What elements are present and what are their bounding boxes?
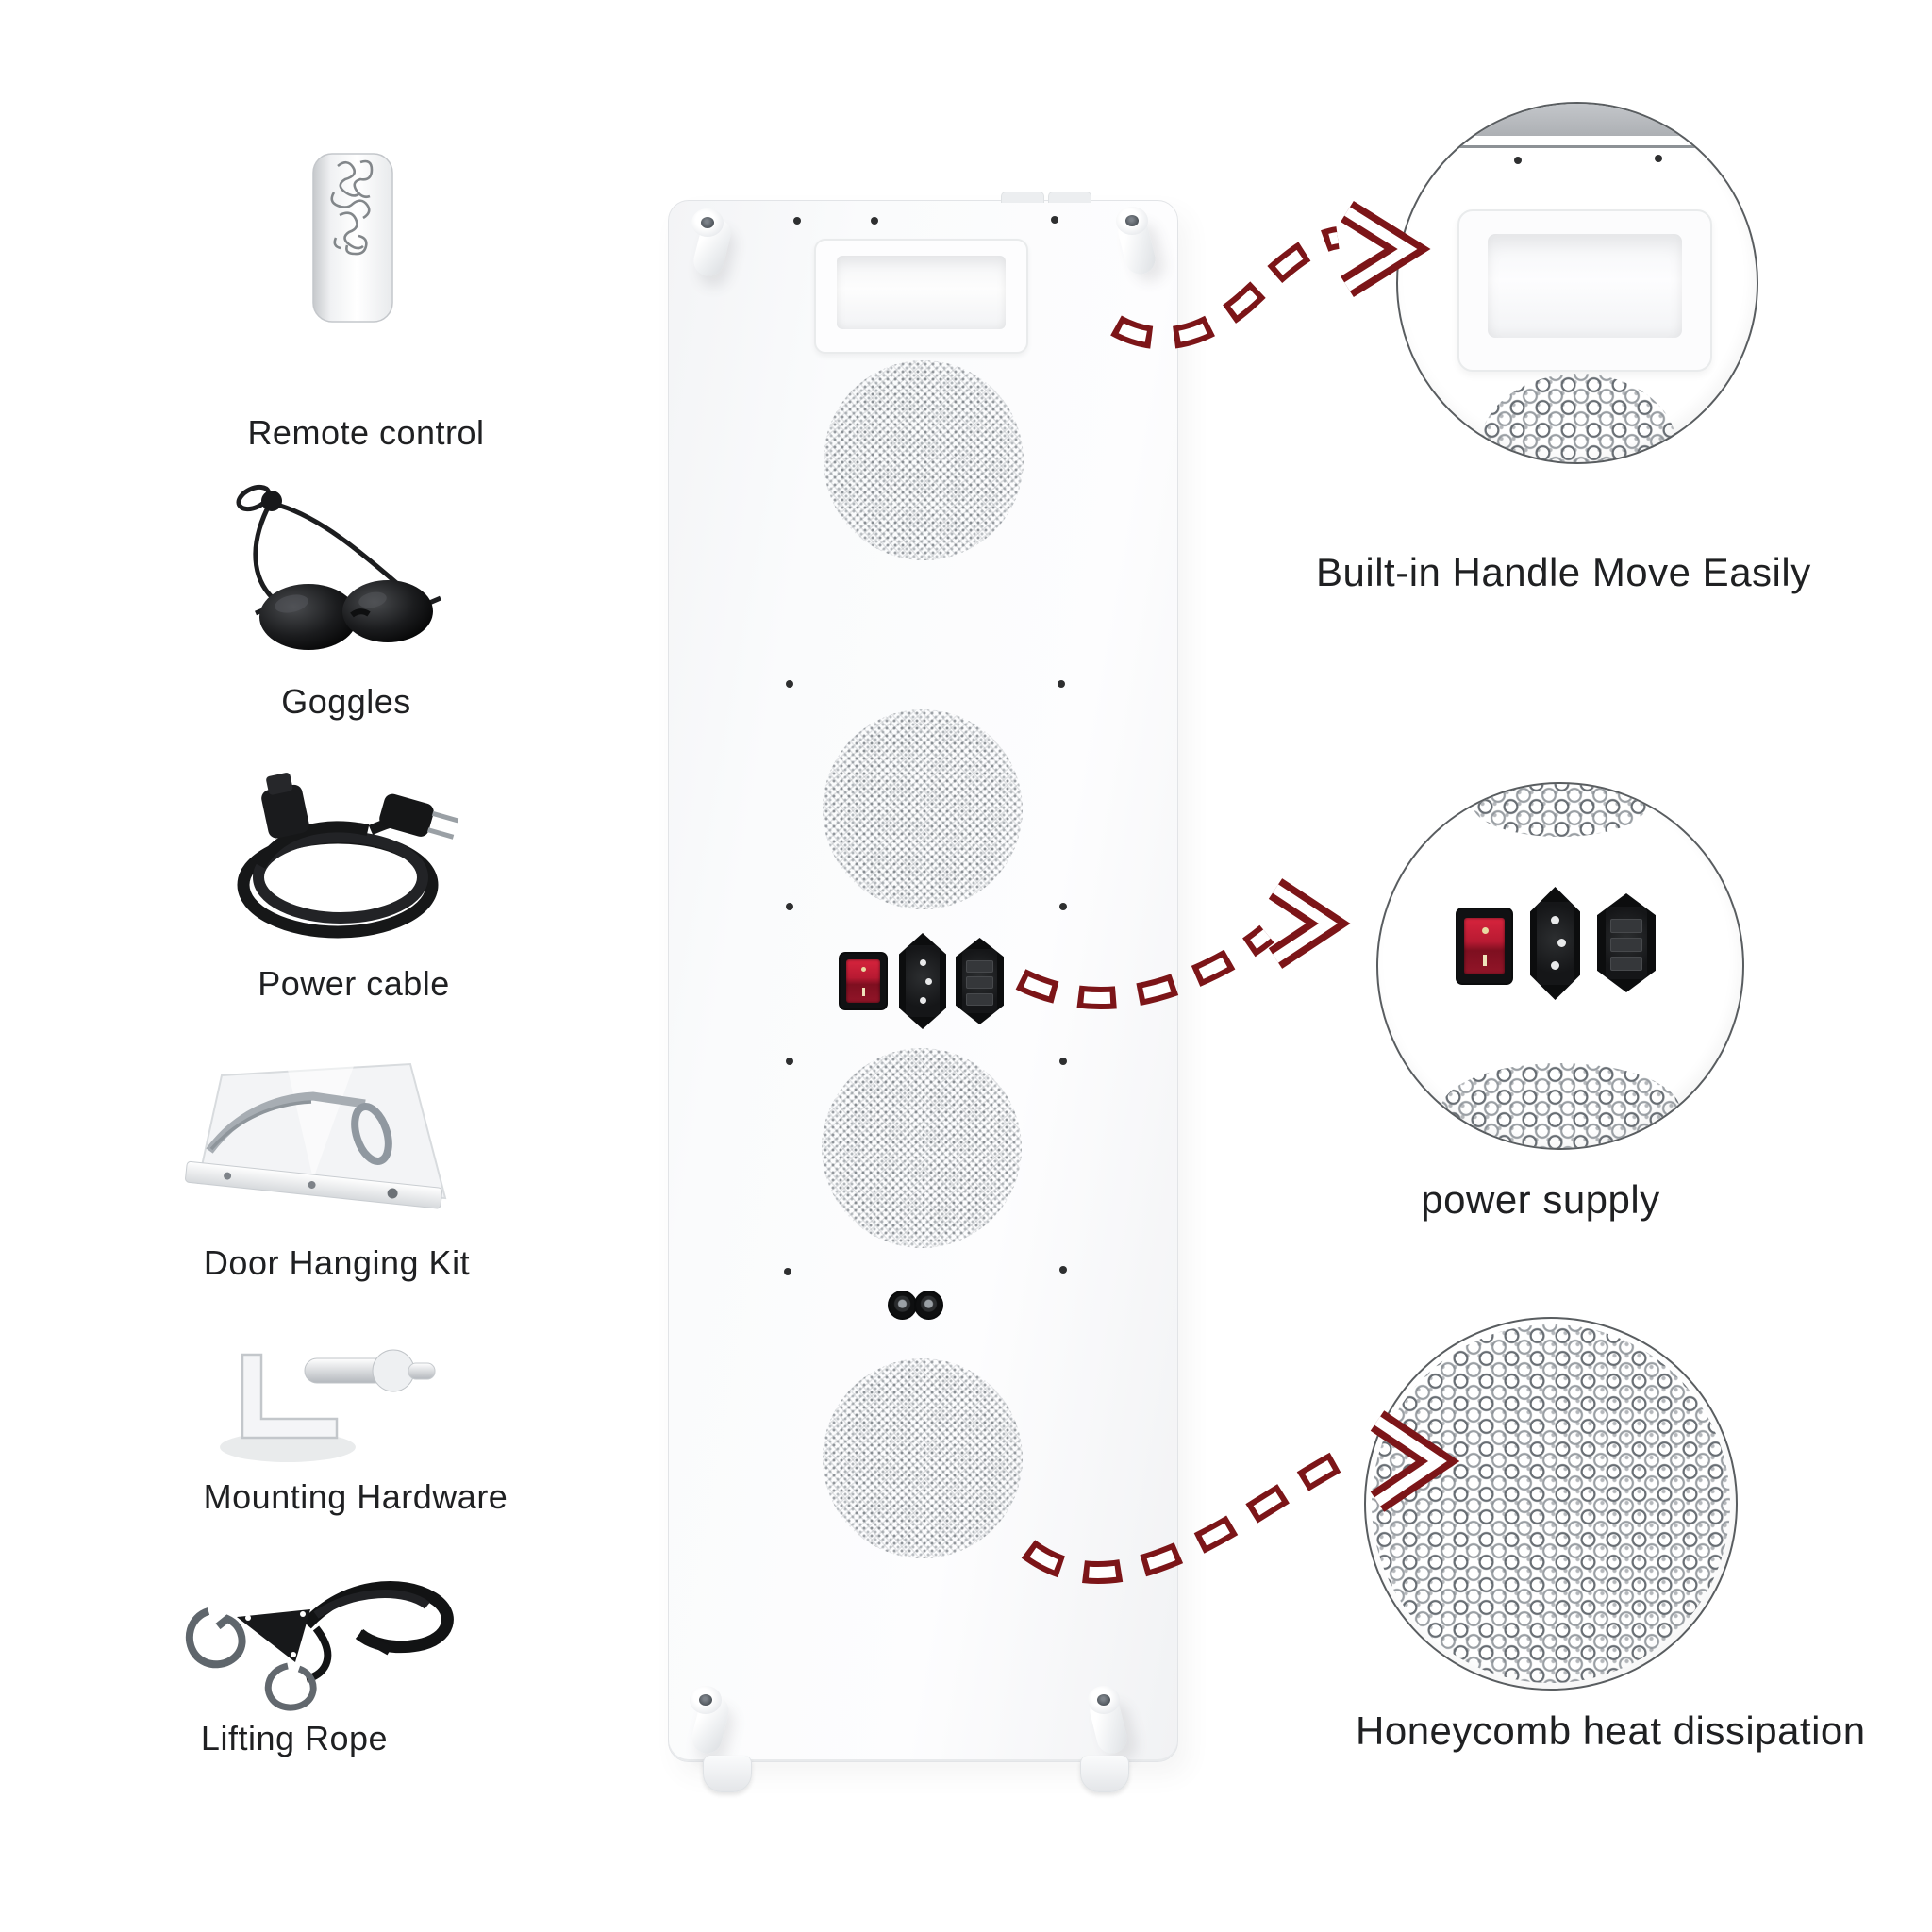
standoff-hole bbox=[701, 217, 714, 228]
corner-standoff bbox=[684, 1686, 739, 1761]
outlet-slot bbox=[966, 959, 993, 973]
corner-standoff bbox=[686, 208, 741, 284]
screw-hole bbox=[1059, 903, 1067, 910]
honeycomb-patch bbox=[1473, 784, 1647, 837]
aviation-connector[interactable] bbox=[914, 1291, 943, 1320]
accessory-label-lifting-rope: Lifting Rope bbox=[200, 1719, 389, 1757]
fan-mesh-1 bbox=[824, 360, 1024, 560]
fan-mesh-2 bbox=[823, 709, 1023, 909]
fan-mesh-4 bbox=[823, 1358, 1023, 1558]
accessory-label-goggles: Goggles bbox=[281, 682, 411, 721]
standoff-hole bbox=[699, 1694, 712, 1706]
standoff-hole bbox=[1097, 1694, 1110, 1706]
handle-detail-recess bbox=[1488, 234, 1682, 338]
screw-hole bbox=[784, 1268, 791, 1275]
aviation-connector[interactable] bbox=[888, 1291, 917, 1320]
corner-standoff bbox=[1082, 1686, 1137, 1761]
corner-standoff bbox=[1110, 207, 1165, 282]
standoff-hole bbox=[1125, 215, 1139, 226]
panel-foot bbox=[703, 1756, 752, 1792]
panel-foot bbox=[1080, 1756, 1129, 1792]
panel-top-tab bbox=[1048, 192, 1091, 203]
outlet-slot bbox=[966, 976, 993, 990]
inlet-pin bbox=[920, 958, 926, 966]
callout-label-power: power supply bbox=[1421, 1177, 1660, 1222]
inlet-well bbox=[906, 945, 940, 1017]
iec-inlet-male-detail bbox=[1530, 887, 1580, 1000]
panel-edge-line bbox=[1398, 145, 1757, 148]
honeycomb-patch bbox=[1441, 1063, 1680, 1148]
lifting-rope-image bbox=[175, 1568, 467, 1719]
iec-inlet-male[interactable] bbox=[899, 933, 946, 1029]
accessory-label-door-hanging-kit: Door Hanging Kit bbox=[203, 1243, 471, 1282]
callout-label-handle: Built-in Handle Move Easily bbox=[1316, 550, 1811, 594]
screw-hole bbox=[786, 903, 793, 910]
remote-control-icon bbox=[312, 153, 393, 323]
mounting-hardware-image bbox=[193, 1332, 448, 1474]
goggles-image bbox=[212, 472, 448, 675]
panel-top-tab bbox=[1001, 192, 1044, 203]
screw-hole bbox=[793, 217, 801, 225]
honeycomb-patch bbox=[1479, 374, 1677, 462]
screw-hole bbox=[786, 680, 793, 688]
screw-hole bbox=[786, 1058, 793, 1065]
screw-hole bbox=[1058, 680, 1065, 688]
callout-label-honeycomb: Honeycomb heat dissipation bbox=[1356, 1708, 1866, 1753]
outlet-slot bbox=[966, 992, 993, 1006]
accessory-label-remote-control: Remote control bbox=[247, 413, 485, 452]
device-back-panel bbox=[668, 192, 1178, 1792]
panel-handle bbox=[814, 239, 1028, 354]
switch-mark-on bbox=[861, 987, 865, 996]
fan-mesh-3 bbox=[822, 1048, 1022, 1248]
mounting-hardware-icon bbox=[220, 1349, 436, 1462]
inlet-pin bbox=[925, 977, 932, 985]
iec-outlet-female[interactable] bbox=[956, 938, 1004, 1024]
handle-detail bbox=[1457, 209, 1712, 372]
callout-circle-power bbox=[1376, 782, 1744, 1150]
screw-hole bbox=[1059, 1266, 1067, 1274]
screw-hole bbox=[1655, 155, 1662, 162]
panel-edge-band bbox=[1398, 104, 1757, 136]
callout-circle-honeycomb bbox=[1364, 1317, 1738, 1690]
accessory-label-mounting-hardware: Mounting Hardware bbox=[203, 1477, 508, 1516]
door-hanging-kit-image bbox=[170, 1058, 462, 1242]
handle-recess bbox=[837, 256, 1006, 329]
iec-outlet-female-detail bbox=[1597, 893, 1656, 992]
screw-hole bbox=[1059, 1058, 1067, 1065]
power-switch-detail bbox=[1457, 909, 1511, 983]
remote-control-image bbox=[302, 149, 406, 328]
power-switch[interactable] bbox=[841, 954, 886, 1008]
accessory-label-power-cable: Power cable bbox=[258, 964, 450, 1003]
inlet-pin bbox=[920, 997, 926, 1005]
screw-hole bbox=[1514, 157, 1522, 164]
switch-mark-off bbox=[861, 966, 867, 972]
door-hanging-kit-icon bbox=[185, 1062, 447, 1209]
power-cable-icon bbox=[237, 773, 459, 939]
goggles-icon bbox=[236, 484, 441, 650]
callout-circle-handle bbox=[1396, 102, 1758, 464]
lifting-rope-icon bbox=[185, 1580, 454, 1711]
screw-hole bbox=[1051, 216, 1058, 224]
power-cable-image bbox=[206, 772, 470, 956]
honeycomb-texture bbox=[1372, 1324, 1730, 1683]
screw-hole bbox=[871, 217, 878, 225]
